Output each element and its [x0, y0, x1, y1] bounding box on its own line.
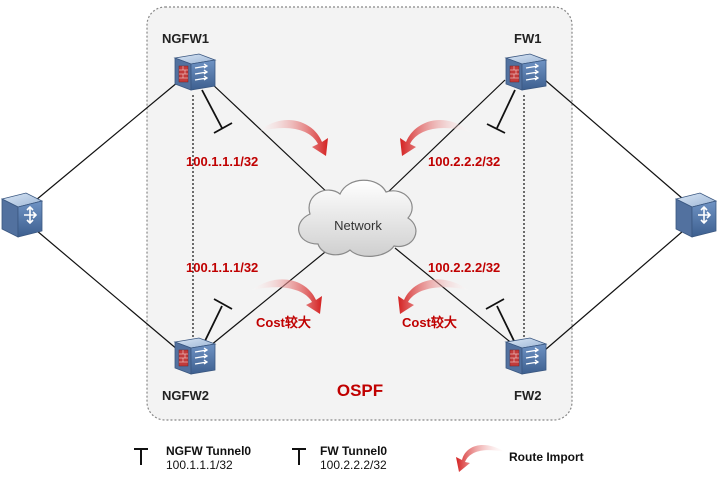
network-cloud-label: Network: [334, 218, 382, 233]
fw1-firewall-icon[interactable]: [505, 53, 547, 91]
right-router-icon[interactable]: [675, 192, 717, 238]
ngfw1-firewall-icon[interactable]: [174, 53, 216, 91]
route-import-arrow-fw2: [398, 279, 468, 314]
link-left-router-ngfw2: [29, 224, 179, 351]
tunnel-marker-ngfw1: [201, 89, 233, 134]
fw2-ip-label: 100.2.2.2/32: [428, 260, 500, 275]
network-cloud: Network: [298, 179, 417, 257]
legend-route-import-icon: [456, 445, 505, 472]
fw1-ip-label: 100.2.2.2/32: [428, 154, 500, 169]
link-fw1-right-router: [544, 79, 691, 206]
legend: NGFW Tunnel0 100.1.1.1/32 FW Tunnel0 100…: [134, 444, 584, 472]
legend-fw-tunnel-ip: 100.2.2.2/32: [320, 458, 387, 472]
ngfw2-ip-label: 100.1.1.1/32: [186, 260, 258, 275]
link-left-router-ngfw1: [29, 81, 179, 206]
link-fw2-cloud: [394, 247, 521, 351]
fw2-firewall-icon[interactable]: [505, 337, 547, 375]
link-fw1-cloud: [384, 79, 506, 196]
legend-route-import-label: Route Import: [509, 450, 584, 464]
route-import-arrow-ngfw2: [252, 279, 322, 314]
fw2-cost-label: Cost较大: [402, 315, 457, 330]
left-router-icon[interactable]: [1, 192, 43, 238]
route-import-arrow-ngfw1: [258, 119, 328, 156]
ngfw1-ip-label: 100.1.1.1/32: [186, 154, 258, 169]
link-fw2-right-router: [544, 224, 691, 351]
ngfw2-label: NGFW2: [162, 388, 209, 403]
tunnel-marker-ngfw2: [202, 298, 233, 346]
tunnel-marker-fw1: [486, 89, 516, 134]
ospf-area-label: OSPF: [337, 381, 383, 400]
ngfw2-cost-label: Cost较大: [256, 315, 311, 330]
legend-ngfw-tunnel-title: NGFW Tunnel0: [166, 444, 251, 458]
links: [29, 79, 691, 351]
link-ngfw2-cloud: [204, 247, 331, 351]
ngfw2-firewall-icon[interactable]: [174, 337, 216, 375]
fw1-label: FW1: [514, 31, 541, 46]
legend-fw-tunnel-symbol: [292, 448, 306, 465]
fw2-label: FW2: [514, 388, 541, 403]
route-import-arrow-fw1: [400, 119, 470, 156]
link-ngfw1-cloud: [209, 81, 331, 196]
legend-ngfw-tunnel-symbol: [134, 448, 148, 465]
tunnel-marker-fw2: [485, 298, 517, 346]
legend-ngfw-tunnel-ip: 100.1.1.1/32: [166, 458, 233, 472]
legend-fw-tunnel-title: FW Tunnel0: [320, 444, 387, 458]
ngfw1-label: NGFW1: [162, 31, 209, 46]
